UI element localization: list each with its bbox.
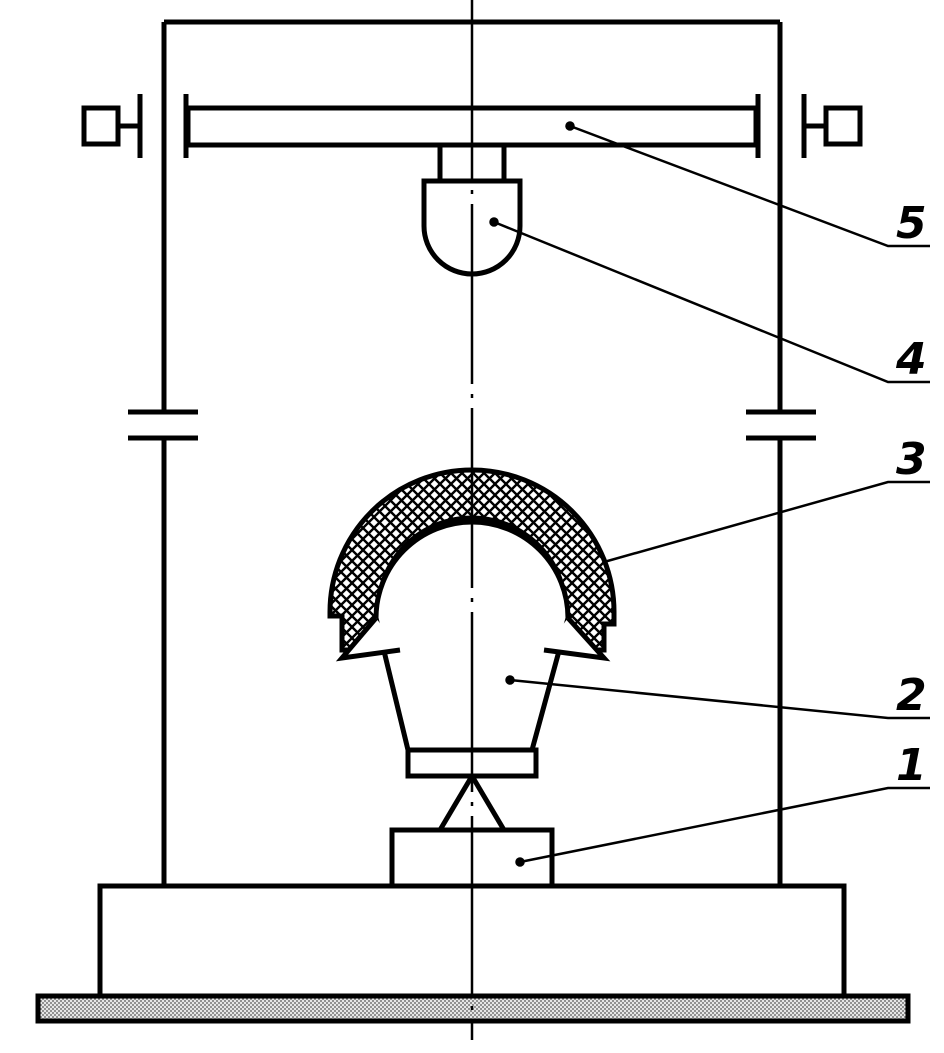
left-guide-bearing	[81, 94, 143, 158]
label-5: 5	[896, 198, 927, 249]
helmet-shell	[327, 467, 617, 653]
label-3: 3	[896, 434, 927, 485]
leader-lines	[489, 121, 930, 867]
left-column	[128, 22, 198, 886]
right-guide-bearing	[801, 94, 863, 158]
label-4: 4	[895, 334, 927, 385]
label-2: 2	[896, 670, 927, 721]
label-1: 1	[896, 740, 927, 791]
support-legs	[437, 774, 507, 832]
